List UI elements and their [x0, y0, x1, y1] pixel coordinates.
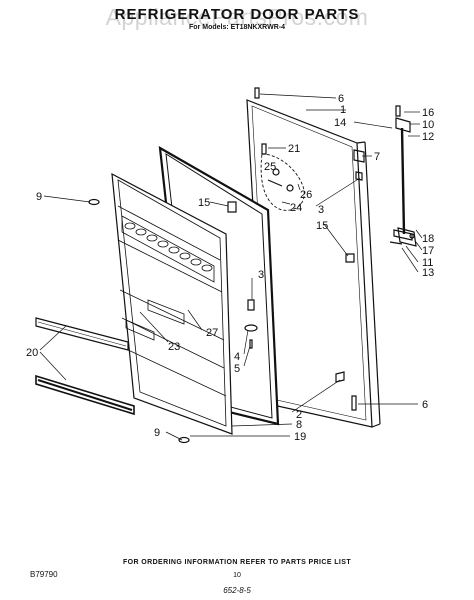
watermark: AppliancePartsPros.com [105, 4, 369, 30]
callout-6-top: 6 [338, 93, 344, 105]
callout-16: 16 [422, 107, 434, 119]
callout-18: 18 [422, 233, 434, 245]
page-title: REFRIGERATOR DOOR PARTS [114, 6, 360, 23]
door-handle [260, 153, 305, 211]
page-number: 10 [233, 572, 241, 579]
inner-door-liner [111, 172, 233, 435]
callout-2: 2 [296, 409, 302, 421]
bottom-hinge-bracket [397, 227, 417, 247]
callout-3-lower: 3 [258, 269, 264, 281]
callout-12: 12 [422, 131, 434, 143]
callout-6-bottom: 6 [422, 399, 428, 411]
callout-25: 25 [264, 161, 276, 173]
callout-23: 23 [168, 341, 180, 353]
callout-3-upper: 3 [318, 204, 324, 216]
callout-4: 4 [234, 351, 240, 363]
callout-1: 1 [340, 104, 346, 116]
callout-24: 24 [290, 202, 302, 214]
callout-17: 17 [422, 245, 434, 257]
callout-20: 20 [26, 347, 38, 359]
handwritten-note: 652-8-5 [223, 586, 251, 595]
callout-13: 13 [422, 267, 434, 279]
callout-15-left: 15 [198, 197, 210, 209]
callout-7: 7 [374, 151, 380, 163]
callout-8: 8 [296, 419, 302, 431]
top-hinge [395, 117, 411, 133]
callout-27: 27 [206, 327, 218, 339]
callout-15-right: 15 [316, 220, 328, 232]
callout-11: 11 [422, 257, 433, 269]
callout-19: 19 [294, 431, 306, 443]
callout-21: 21 [288, 143, 300, 155]
callout-5: 5 [234, 363, 240, 375]
ordering-info-footer: FOR ORDERING INFORMATION REFER TO PARTS … [122, 559, 352, 566]
diagram-code: B79790 [30, 570, 58, 579]
callout-14: 14 [334, 117, 346, 129]
callout-10: 10 [422, 119, 434, 131]
callout-9-top: 9 [36, 191, 42, 203]
model-subtitle: For Models: ET18NKXRWR-4 [189, 24, 285, 31]
callout-26: 26 [300, 189, 312, 201]
callout-9-bottom: 9 [154, 427, 160, 439]
